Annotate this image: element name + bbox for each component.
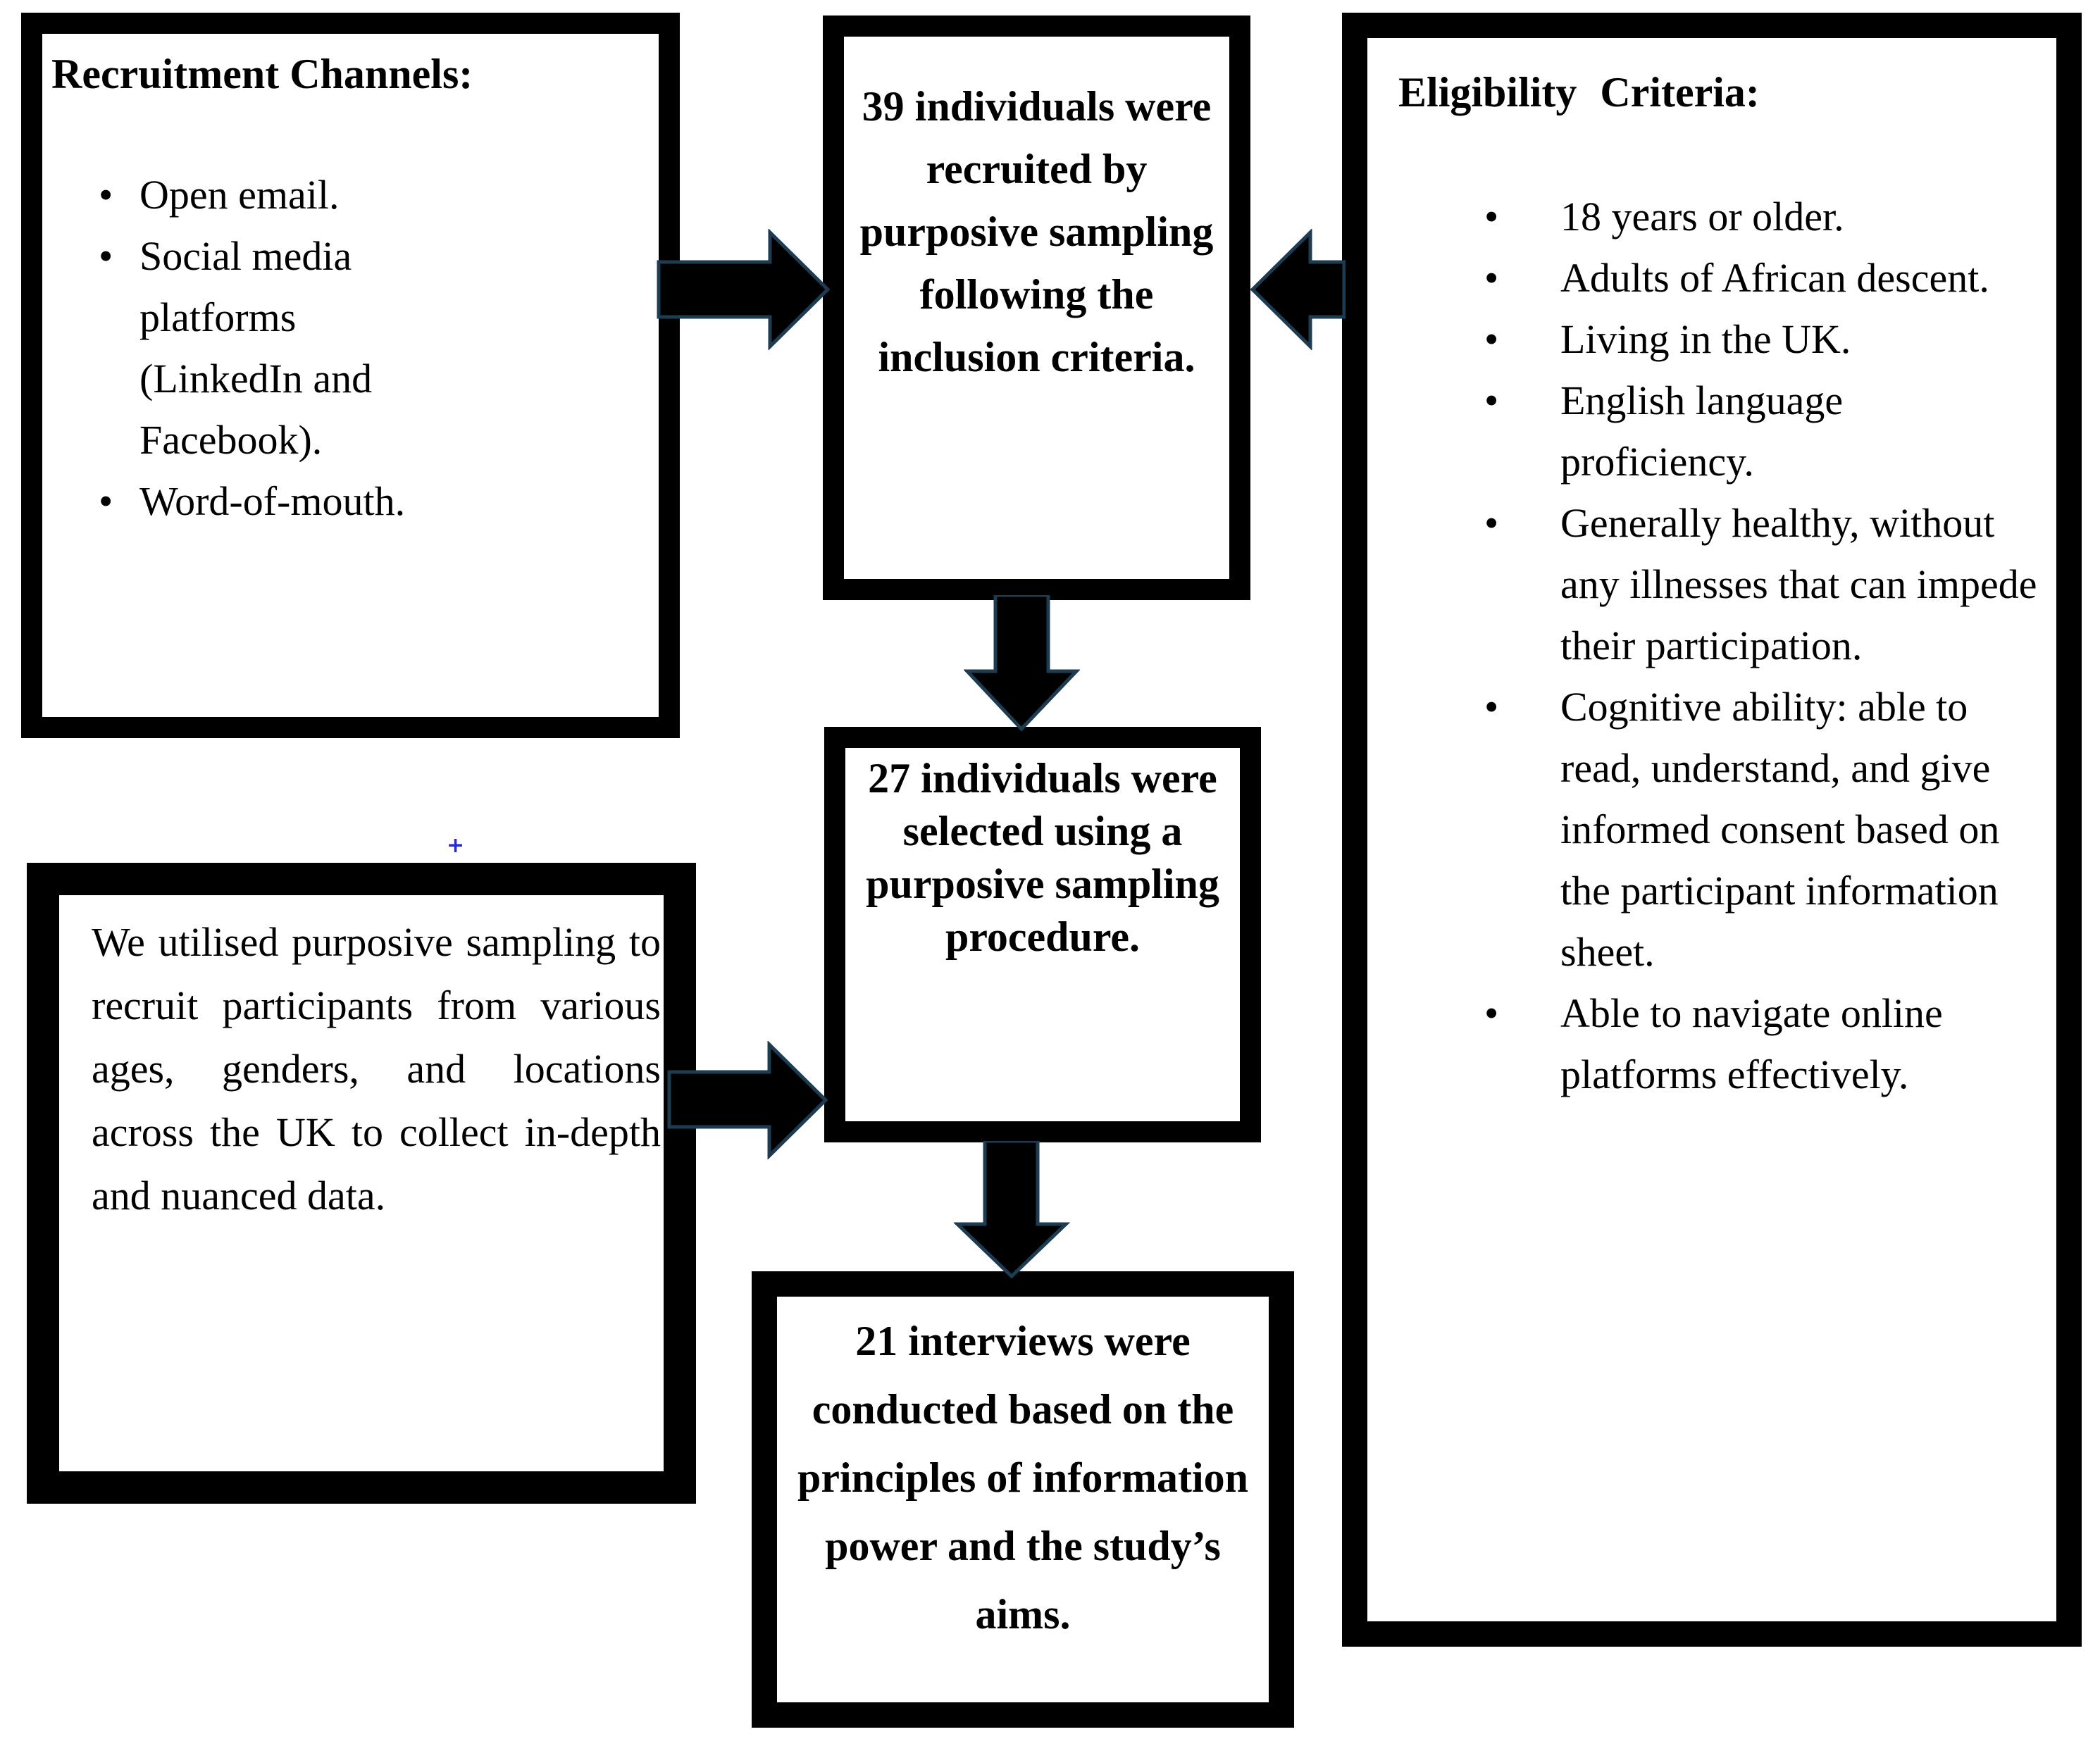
arrow-left-icon (1250, 229, 1346, 350)
recruited-39-box: 39 individuals were recruited by purposi… (823, 15, 1250, 600)
eligibility-criteria-title: Eligibility Criteria: (1398, 69, 1760, 116)
list-item: Cognitive ability: able to read, underst… (1484, 676, 2042, 983)
recruitment-channels-list: Open email.Social media platforms (Linke… (42, 164, 630, 532)
list-item: Social media platforms (LinkedIn and Fac… (99, 225, 442, 470)
list-item: Word-of-mouth. (99, 470, 442, 532)
list-item: Generally healthy, without any illnesses… (1484, 492, 2042, 676)
list-item: Adults of African descent. (1484, 247, 2042, 308)
purposive-sampling-text: We utilised purposive sampling to recrui… (92, 919, 661, 1218)
list-item: Able to navigate online platforms effect… (1484, 983, 2042, 1105)
recruited-39-text: 39 individuals were recruited by purposi… (859, 83, 1214, 380)
list-item: Open email. (99, 164, 442, 225)
recruitment-channels-box: Recruitment Channels: Open email.Social … (21, 13, 680, 738)
eligibility-criteria-box: Eligibility Criteria: 18 years or older.… (1342, 13, 2082, 1647)
interviews-21-text: 21 interviews were conducted based on th… (797, 1318, 1248, 1638)
list-item: 18 years or older. (1484, 186, 2042, 247)
arrow-down-icon (964, 595, 1080, 732)
selected-27-box: 27 individuals were selected using a pur… (824, 727, 1261, 1142)
list-item: Living in the UK. (1484, 308, 2042, 370)
purposive-sampling-box: We utilised purposive sampling to recrui… (27, 863, 696, 1504)
interviews-21-box: 21 interviews were conducted based on th… (752, 1271, 1294, 1728)
anchor-marker-icon: + (447, 833, 465, 858)
eligibility-criteria-list: 18 years or older.Adults of African desc… (1367, 186, 2042, 1105)
arrow-down-icon (954, 1141, 1070, 1279)
recruitment-channels-title: Recruitment Channels: (51, 51, 473, 97)
selected-27-text: 27 individuals were selected using a pur… (866, 755, 1219, 960)
list-item: English language proficiency. (1484, 370, 2042, 492)
arrow-right-icon (667, 1041, 828, 1159)
arrow-right-icon (657, 229, 831, 350)
